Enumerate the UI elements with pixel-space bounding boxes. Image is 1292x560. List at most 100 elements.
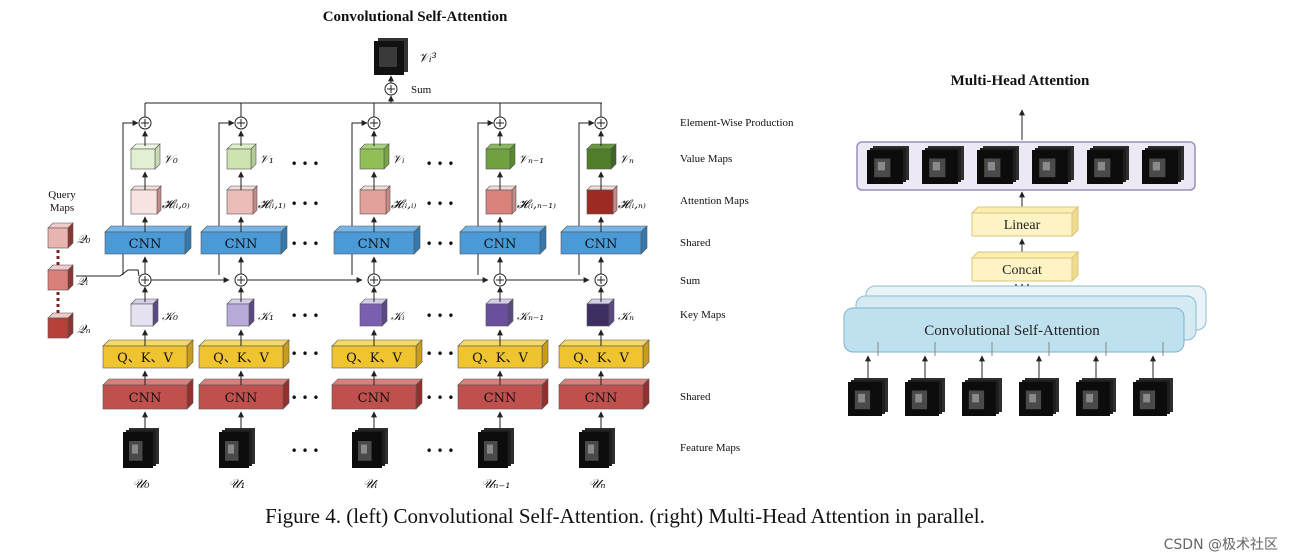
cnn-block-blue — [104, 225, 192, 255]
watermark: CSDN @极术社区 — [1163, 537, 1278, 553]
value-map — [130, 143, 161, 170]
query-maps-label-2: Maps — [50, 202, 74, 214]
qkv-label: Q、K、V — [213, 351, 269, 366]
sum-circle — [367, 273, 381, 287]
cnn-label: CNN — [225, 237, 258, 252]
row-label-value: Value Maps — [680, 153, 732, 165]
input-feature-map — [848, 378, 888, 416]
attention-map — [130, 185, 162, 215]
input-feature-map — [962, 378, 1002, 416]
ellipsis-dots: • • • — [291, 237, 320, 251]
output-head-map — [867, 146, 909, 184]
value-map-label: 𝒱ₙ — [619, 152, 634, 166]
cnn-label: CNN — [129, 391, 162, 406]
output-feature-map — [374, 38, 408, 75]
output-head-map — [1142, 146, 1184, 184]
sum-circle — [594, 273, 608, 287]
attention-map-label: 𝓗₍ᵢ,ₙ₋₁₎ — [517, 197, 556, 211]
key-map-label: 𝒦ᵢ — [391, 309, 406, 323]
bypass-line — [122, 120, 139, 275]
key-map — [226, 298, 255, 327]
bypass-line — [218, 120, 235, 275]
left-title: Convolutional Self-Attention — [323, 9, 508, 25]
row-label-sum: Sum — [680, 275, 701, 287]
csa-stack — [843, 285, 1207, 353]
feature-map — [478, 428, 514, 468]
qkv-block — [558, 339, 650, 369]
concat-box — [970, 250, 1080, 283]
attention-map — [586, 185, 618, 215]
key-map-label: 𝒦ₙ — [618, 309, 634, 323]
value-map — [359, 143, 390, 170]
key-map-label: 𝒦₀ — [162, 309, 178, 323]
right-title: Multi-Head Attention — [951, 73, 1090, 89]
feature-map-label: 𝒰₁ — [229, 477, 246, 492]
output-head-map — [922, 146, 964, 184]
row-label-feature: Feature Maps — [680, 442, 740, 454]
cnn-label: CNN — [484, 391, 517, 406]
attention-map-label: 𝓗₍ᵢ,₀₎ — [162, 197, 190, 211]
key-map — [485, 298, 514, 327]
ellipsis-dots: • • • — [426, 309, 455, 323]
attention-column: 𝒱₀ 𝓗₍ᵢ,₀₎ CNN 𝒦₀ Q、K、V CNN 𝒰₀ — [102, 103, 194, 492]
cnn-label: CNN — [358, 391, 391, 406]
attention-map-label: 𝓗₍ᵢ,ᵢ₎ — [391, 197, 416, 211]
figure-caption: Figure 4. (left) Convolutional Self-Atte… — [265, 504, 985, 528]
feature-map — [219, 428, 255, 468]
feature-map — [352, 428, 388, 468]
linear-label: Linear — [1004, 218, 1041, 233]
query-map-label: 𝒬₀ — [77, 232, 91, 246]
query-maps-label-1: Query — [48, 189, 76, 201]
cnn-label: CNN — [484, 237, 517, 252]
attention-map-label: 𝓗₍ᵢ,₁₎ — [258, 197, 286, 211]
key-map-label: 𝒦₁ — [258, 309, 274, 323]
attention-map — [485, 185, 517, 215]
qkv-block — [457, 339, 549, 369]
csa-label: Convolutional Self-Attention — [924, 323, 1100, 339]
elementwise-product — [234, 116, 248, 130]
feature-map-label: 𝒰₀ — [133, 477, 151, 492]
value-map-label: 𝒱₀ — [163, 152, 178, 166]
input-feature-map — [905, 378, 945, 416]
qkv-block — [102, 339, 194, 369]
value-map — [586, 143, 617, 170]
key-map — [359, 298, 388, 327]
ellipsis-dots: • • • — [426, 157, 455, 171]
output-head-map — [1032, 146, 1074, 184]
elementwise-product — [493, 116, 507, 130]
top-output-var: 𝒱ᵢ³ — [418, 51, 437, 66]
ellipsis-dots: • • • — [291, 391, 320, 405]
query-map-label: 𝒬ₙ — [77, 322, 91, 336]
qkv-label: Q、K、V — [117, 351, 173, 366]
row-label-elementwise: Element-Wise Production — [680, 117, 794, 129]
cnn-label: CNN — [225, 391, 258, 406]
qkv-label: Q、K、V — [472, 351, 528, 366]
ellipsis-dots: • • • — [426, 237, 455, 251]
cnn-label: CNN — [358, 237, 391, 252]
input-feature-map — [1076, 378, 1116, 416]
output-head-map — [1087, 146, 1129, 184]
ellipsis-dots: • • • — [426, 444, 455, 458]
value-map — [226, 143, 257, 170]
ellipsis-dots: • • • — [426, 197, 455, 211]
cnn-block-red — [457, 378, 549, 410]
qkv-block — [198, 339, 290, 369]
query-bus — [76, 269, 140, 277]
bypass-line — [351, 120, 368, 275]
ellipsis-dots: • • • — [291, 347, 320, 361]
query-map-label: 𝒬ᵢ — [77, 274, 89, 288]
value-map-label: 𝒱₁ — [259, 152, 274, 166]
key-map — [586, 298, 615, 327]
feature-map-label: 𝒰ₙ — [589, 477, 606, 492]
ellipsis-dots: • • • — [426, 347, 455, 361]
sum-circle — [493, 273, 507, 287]
key-map — [130, 298, 159, 327]
input-feature-map — [1133, 378, 1173, 416]
row-label-attention: Attention Maps — [680, 195, 749, 207]
cnn-block-red — [102, 378, 194, 410]
cnn-label: CNN — [129, 237, 162, 252]
bypass-line — [477, 120, 494, 275]
ellipsis-dots: • • • — [426, 391, 455, 405]
row-label-shared-bottom: Shared — [680, 391, 711, 403]
